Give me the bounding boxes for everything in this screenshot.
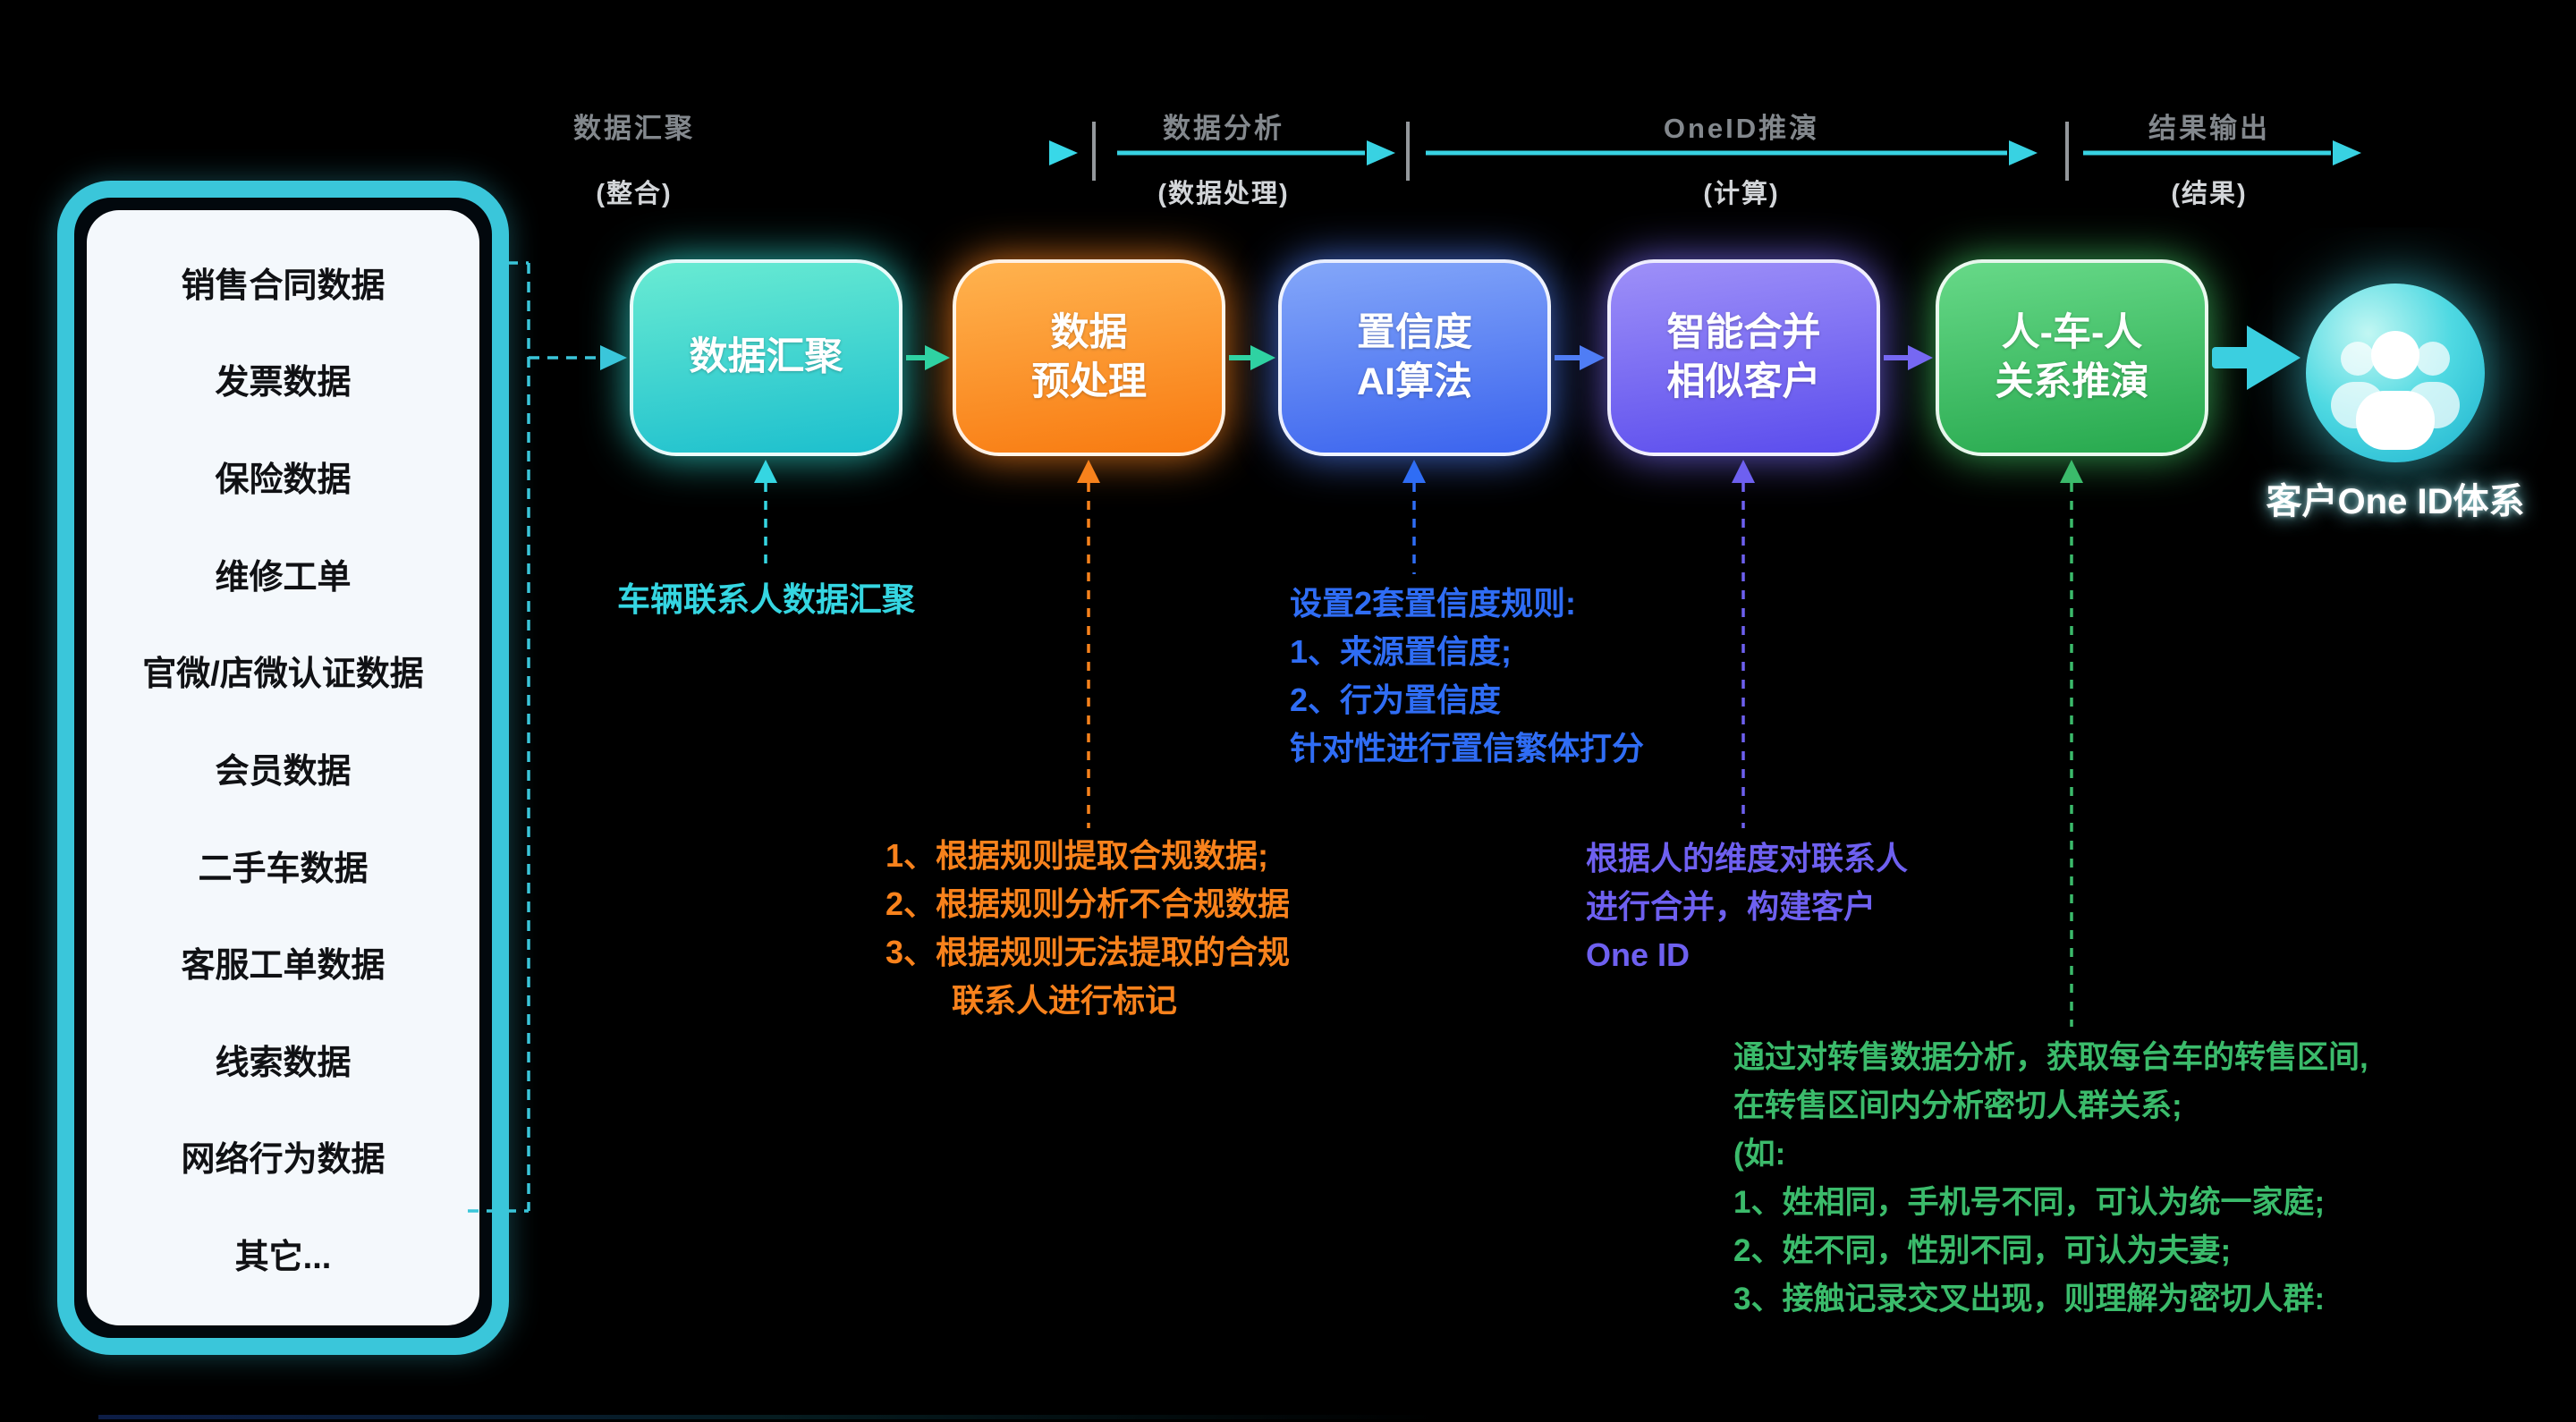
step-label: 人-车-人 <box>2001 310 2143 354</box>
note-line: 通过对转售数据分析，获取每台车的转售区间, <box>1733 1040 2368 1075</box>
result-system-label: 客户One ID体系 <box>2266 482 2525 521</box>
arrow-aggregation-to-preprocess <box>906 345 950 370</box>
phase-title: 数据分析 <box>1163 113 1284 144</box>
step-box-confidence-ai: 置信度 AI算法 <box>1278 259 1551 456</box>
bottom-glow-strip <box>98 1415 1440 1419</box>
phase-title: OneID推演 <box>1663 113 1820 144</box>
phase-title: 结果输出 <box>2148 113 2270 144</box>
source-item: 发票数据 <box>215 364 352 402</box>
phase-oneid-deduction: OneID推演 (计算) <box>1518 106 1965 210</box>
note-line: 2、行为置信度 <box>1290 681 1502 718</box>
note-line: 针对性进行置信繁体打分 <box>1290 730 1645 766</box>
step-box-smart-merge: 智能合并 相似客户 <box>1607 259 1880 456</box>
source-item: 会员数据 <box>215 752 352 791</box>
customers-group-icon <box>2306 284 2485 462</box>
note-preprocess-rules: 1、根据规则提取合规数据; 2、根据规则分析不合规数据 3、根据规则无法提取的合… <box>886 832 1290 1025</box>
step-box-preprocess: 数据 预处理 <box>953 259 1225 456</box>
source-item: 二手车数据 <box>198 850 369 888</box>
note-merge-oneid: 根据人的维度对联系人 进行合并，构建客户 One ID <box>1586 834 1908 979</box>
arrow-preprocess-to-confidence <box>1229 345 1275 370</box>
source-item: 线索数据 <box>215 1044 352 1082</box>
note-connector-aggregation <box>754 460 777 569</box>
note-line: 根据人的维度对联系人 <box>1586 840 1909 876</box>
step-label: 置信度 <box>1357 310 1472 354</box>
phase-title: 数据汇聚 <box>573 113 695 144</box>
note-line: 1、姓相同，手机号不同，可认为统一家庭; <box>1733 1185 2326 1220</box>
source-item: 客服工单数据 <box>181 947 386 986</box>
data-source-list: 销售合同数据 发票数据 保险数据 维修工单 官微/店微认证数据 会员数据 二手车… <box>87 210 479 1325</box>
phase-aggregation: 数据汇聚 (整合) <box>411 106 858 210</box>
note-line: 3、接触记录交叉出现，则理解为密切人群: <box>1733 1282 2326 1316</box>
note-line: 1、来源置信度; <box>1290 633 1513 670</box>
note-line: 1、根据规则提取合规数据; <box>886 837 1269 874</box>
source-item: 官微/店微认证数据 <box>142 656 424 694</box>
step-label: 关系推演 <box>1995 360 2149 403</box>
note-connector-preprocess <box>1077 460 1100 828</box>
phase-subtitle: (结果) <box>2171 180 2248 208</box>
people-glyph <box>2331 331 2460 450</box>
source-item: 保险数据 <box>215 461 352 500</box>
step-box-relation-deduction: 人-车-人 关系推演 <box>1936 259 2208 456</box>
phase-subtitle: (计算) <box>1703 180 1780 208</box>
phase-subtitle: (整合) <box>596 180 673 208</box>
step-label: 预处理 <box>1031 360 1147 403</box>
note-line: 联系人进行标记 <box>952 982 1178 1019</box>
note-line: 设置2套置信度规则: <box>1290 585 1577 622</box>
note-resale-relation-analysis: 通过对转售数据分析，获取每台车的转售区间, 在转售区间内分析密切人群关系; (如… <box>1733 1034 2368 1324</box>
note-line: 2、根据规则分析不合规数据 <box>886 885 1291 922</box>
step-label: AI算法 <box>1357 360 1472 403</box>
note-vehicle-contact-aggregation: 车辆联系人数据汇聚 <box>617 572 915 621</box>
step-label: 数据 <box>1050 310 1128 354</box>
step-label: 数据汇聚 <box>689 335 843 379</box>
phase-subtitle: (数据处理) <box>1157 180 1290 208</box>
source-to-aggregation-arrowhead <box>600 345 627 370</box>
step-label: 相似客户 <box>1666 360 1821 403</box>
note-line: 车辆联系人数据汇聚 <box>617 581 915 618</box>
arrow-confidence-to-merge <box>1555 345 1605 370</box>
note-line: 进行合并，构建客户 <box>1586 888 1877 925</box>
data-source-panel: 销售合同数据 发票数据 保险数据 维修工单 官微/店微认证数据 会员数据 二手车… <box>57 181 509 1355</box>
note-line: 在转售区间内分析密切人群关系; <box>1733 1088 2182 1123</box>
source-item: 其它... <box>234 1239 332 1277</box>
note-connector-confidence <box>1402 460 1426 574</box>
note-line: 2、姓不同，性别不同，可认为夫妻; <box>1733 1233 2232 1268</box>
note-line: One ID <box>1586 936 1690 973</box>
phase-analysis: 数据分析 (数据处理) <box>1000 106 1447 210</box>
arrow-relation-to-result <box>2212 326 2301 390</box>
note-line: 3、根据规则无法提取的合规 <box>886 934 1291 970</box>
arrow-merge-to-relation <box>1884 345 1933 370</box>
note-confidence-rules: 设置2套置信度规则: 1、来源置信度; 2、行为置信度 针对性进行置信繁体打分 <box>1290 580 1644 773</box>
note-line: (如: <box>1733 1137 1786 1172</box>
note-connector-merge <box>1732 460 1755 828</box>
source-item: 销售合同数据 <box>181 267 386 305</box>
phase-result-output: 结果输出 (结果) <box>1986 106 2433 210</box>
note-connector-relation <box>2060 460 2083 1027</box>
source-item: 网络行为数据 <box>181 1141 386 1180</box>
step-label: 智能合并 <box>1666 310 1821 354</box>
source-item: 维修工单 <box>215 558 352 597</box>
step-box-aggregation: 数据汇聚 <box>630 259 902 456</box>
